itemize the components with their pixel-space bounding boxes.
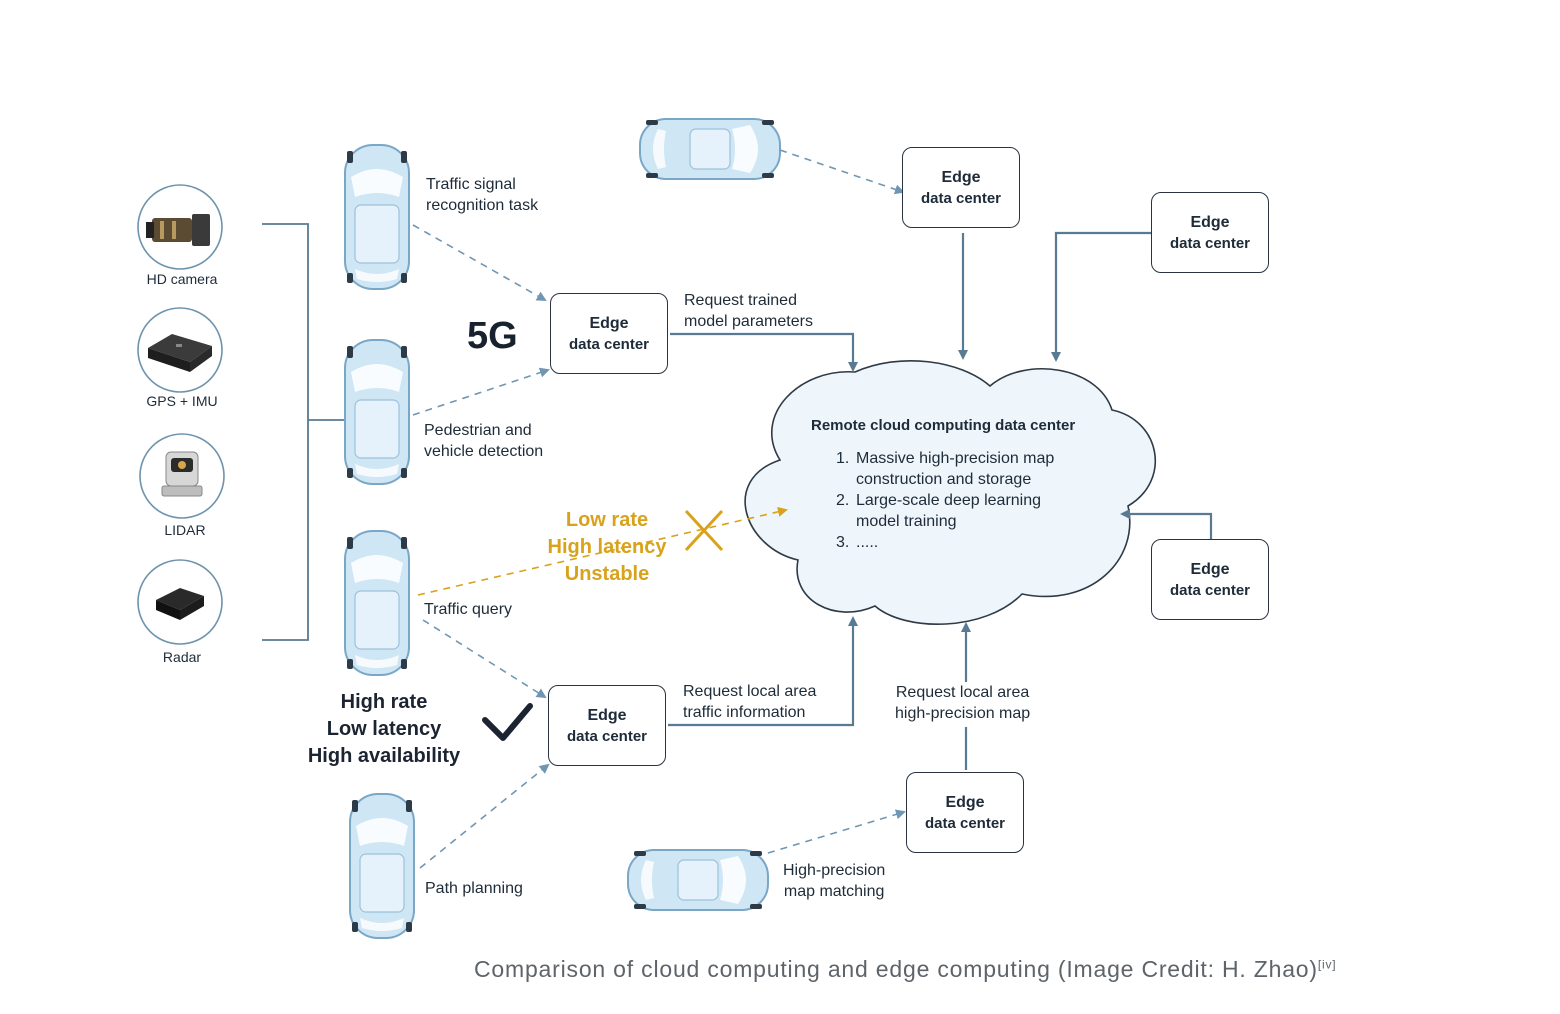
- checkmark-icon: [482, 703, 533, 741]
- car-traffic-signal: [344, 144, 410, 290]
- request-local-traffic-label: Request local area traffic information: [683, 683, 817, 721]
- edge-data-center-bottom: Edge data center: [906, 772, 1024, 853]
- sensor-label-gps-imu: GPS + IMU: [146, 393, 218, 409]
- cloud-title: Remote cloud computing data center: [811, 417, 1076, 434]
- link-mapcar-to-edge: [767, 809, 906, 854]
- sensor-label-radar: Radar: [162, 649, 202, 665]
- edge-box-subtitle: data center: [920, 189, 1002, 207]
- edge-data-center-left-lower: Edge data center: [548, 685, 666, 766]
- network-5g-label: 5G: [467, 315, 518, 357]
- request-local-map-label: Request local area high-precision map: [895, 684, 1031, 722]
- radar-icon: [156, 588, 204, 620]
- edge-data-center-top: Edge data center: [902, 147, 1020, 228]
- edge-box-subtitle: data center: [1169, 234, 1251, 252]
- cloud-shape: [744, 359, 1156, 625]
- sensor-label-hd-camera: HD camera: [146, 271, 218, 287]
- gps-imu-icon: [148, 334, 212, 372]
- task-label-traffic-signal: Traffic signal recognition task: [426, 176, 539, 214]
- edge-box-title: Edge: [945, 793, 985, 811]
- hd-camera-icon: [146, 214, 210, 246]
- figure-caption: Comparison of cloud computing and edge c…: [474, 956, 1336, 983]
- car-path-planning: [349, 793, 415, 939]
- cloud-path-quality: Low rate High latency Unstable: [547, 509, 667, 585]
- arrow-edge3-to-cloud: [1051, 231, 1152, 362]
- edge-box-subtitle: data center: [566, 727, 648, 745]
- sensor-bracket: [262, 223, 345, 641]
- car-top-horizontal: [639, 118, 781, 180]
- link-query-to-cloud: [417, 506, 788, 596]
- arrow-edge5-to-cloud: [668, 616, 858, 727]
- sensor-hd-camera: [137, 184, 223, 270]
- list-item: 3......: [836, 534, 879, 551]
- edge-box-title: Edge: [589, 314, 629, 332]
- edge-box-title: Edge: [1190, 213, 1230, 231]
- task-label-map-matching: High-precision map matching: [783, 862, 886, 900]
- edge-data-center-right-lower: Edge data center: [1151, 539, 1269, 620]
- edge-box-subtitle: data center: [568, 335, 650, 353]
- edge-data-center-right-upper: Edge data center: [1151, 192, 1269, 273]
- list-item: 1.Massive high-precision map: [836, 450, 1055, 467]
- car-pedestrian-detection: [344, 339, 410, 485]
- cross-icon: [684, 509, 724, 552]
- car-traffic-query: [344, 530, 410, 676]
- edge-path-quality: High rate Low latency High availability: [307, 691, 461, 767]
- edge-data-center-left-upper: Edge data center: [550, 293, 668, 374]
- edge-box-title: Edge: [1190, 560, 1230, 578]
- link-topcar-to-edge: [779, 149, 905, 195]
- cloud-task-list: 1.Massive high-precision map constructio…: [836, 448, 1054, 553]
- arrow-edge4-to-cloud: [1120, 509, 1213, 539]
- edge-box-title: Edge: [941, 168, 981, 186]
- task-label-pedestrian: Pedestrian and vehicle detection: [424, 422, 544, 460]
- link-signal-to-edge: [412, 224, 547, 301]
- task-label-traffic-query: Traffic query: [424, 601, 513, 618]
- figure-caption-reference: [iv]: [1317, 957, 1337, 972]
- car-map-matching: [627, 849, 769, 911]
- request-trained-params-label: Request trained model parameters: [684, 292, 813, 330]
- edge-box-title: Edge: [587, 706, 627, 724]
- task-label-path-planning: Path planning: [425, 880, 523, 897]
- list-item: construction and storage: [856, 471, 1032, 488]
- edge-box-subtitle: data center: [924, 814, 1006, 832]
- list-item: model training: [856, 513, 957, 530]
- sensor-gps-imu: [137, 307, 223, 393]
- link-path-to-edge: [419, 763, 550, 869]
- arrow-edge1-to-cloud: [670, 332, 858, 372]
- edge-box-subtitle: data center: [1169, 581, 1251, 599]
- link-pedestrian-to-edge: [412, 367, 550, 416]
- link-query-to-edge: [422, 619, 547, 699]
- list-item: 2.Large-scale deep learning: [836, 492, 1042, 509]
- sensor-radar: [137, 559, 223, 645]
- sensor-lidar: [139, 433, 225, 519]
- lidar-icon: [161, 451, 203, 497]
- sensor-label-lidar: LIDAR: [164, 522, 206, 538]
- figure-caption-text: Comparison of cloud computing and edge c…: [474, 956, 1318, 982]
